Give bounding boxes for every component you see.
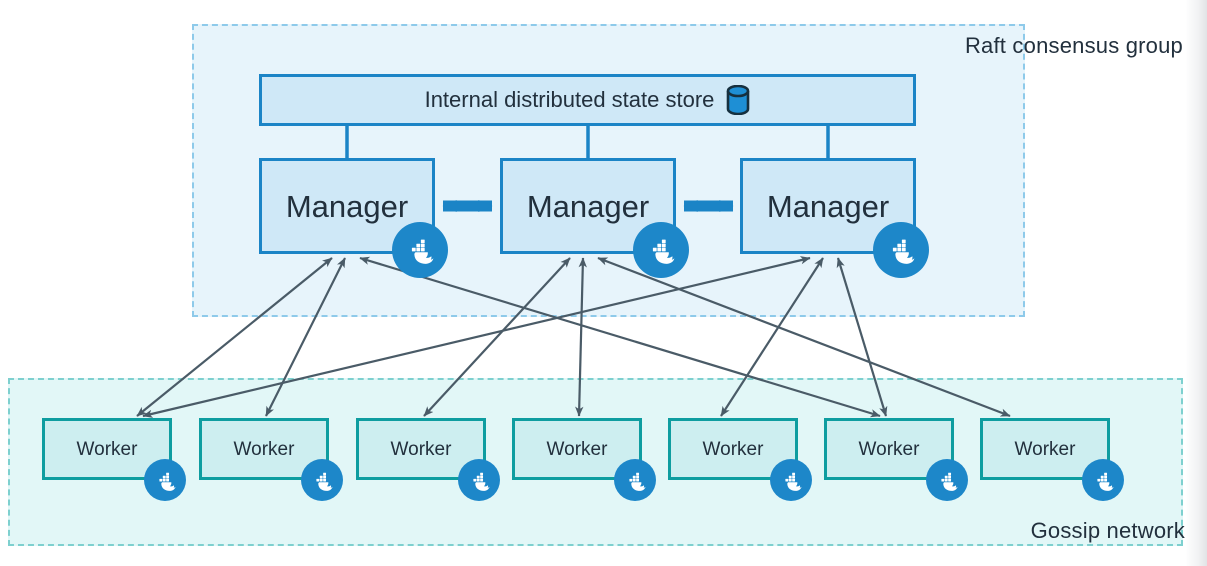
docker-whale-icon — [144, 459, 186, 501]
docker-whale-icon — [301, 459, 343, 501]
worker-label: Worker — [702, 438, 764, 460]
docker-whale-icon — [926, 459, 968, 501]
docker-whale-icon — [458, 459, 500, 501]
database-cylinder-icon — [727, 85, 750, 115]
state-store-label: Internal distributed state store — [424, 87, 715, 112]
worker-label: Worker — [76, 438, 138, 460]
raft-group-label: Raft consensus group — [964, 33, 1183, 58]
internal-state-store-box[interactable]: Internal distributed state store — [259, 74, 916, 126]
manager-label: Manager — [285, 188, 409, 224]
worker-label: Worker — [858, 438, 920, 460]
worker-node-3[interactable]: Worker — [356, 418, 486, 480]
right-edge-shadow — [1185, 0, 1207, 566]
gossip-group-label: Gossip network — [1030, 518, 1185, 543]
docker-whale-icon — [392, 222, 448, 278]
docker-whale-icon — [633, 222, 689, 278]
manager-label: Manager — [526, 188, 650, 224]
worker-label: Worker — [1014, 438, 1076, 460]
docker-whale-icon — [1082, 459, 1124, 501]
worker-label: Worker — [546, 438, 608, 460]
manager-label: Manager — [766, 188, 890, 224]
docker-whale-icon — [770, 459, 812, 501]
worker-label: Worker — [390, 438, 452, 460]
worker-label: Worker — [233, 438, 295, 460]
manager-node-2[interactable]: Manager — [500, 158, 676, 254]
docker-whale-icon — [873, 222, 929, 278]
docker-whale-icon — [614, 459, 656, 501]
